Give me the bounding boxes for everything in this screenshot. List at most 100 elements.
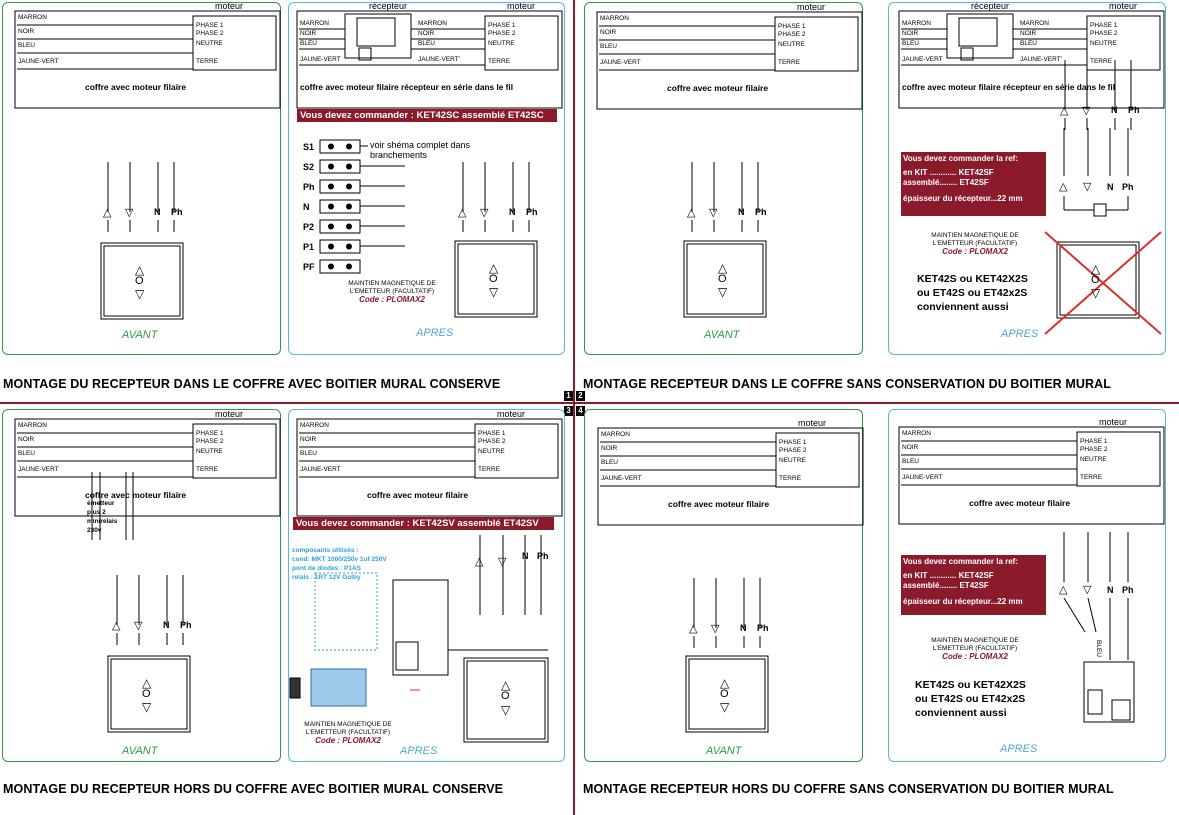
q3-apres-wall-switch — [463, 657, 549, 743]
q2-apres-caption: APRES — [1001, 328, 1039, 340]
q1-avant-wall-switch — [100, 242, 184, 320]
q4-apres-coffre-frame — [898, 426, 1165, 525]
q3-avant-terminal-0: PHASE 1 — [196, 430, 224, 437]
q4-conv-line-1: ou ET42S ou ET42x2S — [915, 693, 1026, 705]
q4-apres-wire-label-2: BLEU — [902, 458, 919, 465]
q4-avant-wall-switch — [685, 655, 769, 733]
q3-comp-line-3: relais : 1RT 12V Golby — [292, 574, 361, 581]
q1-terminal-screw-a-1 — [328, 163, 334, 170]
q1-terminal-screw-a-2 — [328, 183, 334, 190]
q1-terminal-block-1 — [319, 159, 361, 174]
q4-avant-wall-switch-inner — [688, 658, 766, 730]
q4-conv-line-0: KET42S ou KET42X2S — [915, 679, 1026, 691]
q4-apres-terminal-0: PHASE 1 — [1080, 438, 1108, 445]
q4-apres-diag-2 — [1087, 597, 1097, 633]
q2-avant-switch-up: △ — [718, 261, 728, 275]
q1-apres-switch-up: △ — [489, 261, 499, 275]
q1-apres-terminal-1: PHASE 2 — [488, 30, 516, 37]
q2-avant-terminal-box — [774, 16, 859, 72]
q2-avant-switch-down: ▽ — [718, 285, 728, 299]
q3-emet-line-1: plus 2 — [87, 509, 106, 516]
q2-apres-sym-ph: Ph — [1122, 182, 1134, 192]
q2-apres-wire-label-r-0: MARRON — [1020, 20, 1049, 27]
q1-terminal-block-4 — [319, 219, 361, 234]
q3-apres-sym-n: N — [522, 551, 529, 561]
q1-terminal-screw-b-1 — [346, 163, 352, 170]
quadrant-number-1: 1 — [564, 391, 573, 401]
q1-avant-wire-label-2: BLEU — [18, 42, 35, 49]
q1-maintien-text: MAINTIEN MAGNETIQUE DE L'EMETTEUR (FACUL… — [348, 280, 436, 295]
q3-apres-terminal-box — [474, 423, 559, 479]
q2-apres-ghost-cross-b — [1044, 231, 1162, 335]
q1-terminal-label-5: P1 — [303, 242, 315, 252]
q1-plomax-code: Code : PLOMAX2 — [359, 295, 425, 304]
q3-apres-sym-ph: Ph — [537, 551, 549, 561]
q1-avant-wire-label-0: MARRON — [18, 14, 47, 21]
q3-avant-switch-up: △ — [142, 676, 152, 690]
q1-apres-recepteur-inner — [356, 17, 396, 47]
q4-maintien-note: MAINTIEN MAGNETIQUE DE L'EMETTEUR (FACUL… — [920, 637, 1030, 662]
q2-apres-wire-label-2: BLEU — [902, 40, 919, 47]
q4-avant-sym-up: △ — [689, 623, 698, 635]
q4-conviennent-note: KET42S ou KET42X2S ou ET42S ou ET42x2S c… — [915, 678, 1026, 720]
q2-apres-ghost-sym-down: ▽ — [1082, 105, 1091, 117]
q4-avant-panel — [584, 409, 863, 762]
horizontal-separator — [0, 402, 1179, 404]
q4-apres-wire-label-1: NOIR — [902, 444, 919, 451]
q2-apres-wire-label-3: JAUNE-VERT — [902, 56, 943, 63]
q2-avant-panel — [584, 2, 863, 355]
q2-order-line-4: épaisseur du récepteur...22 mm — [903, 194, 1023, 203]
q3-section-title: MONTAGE DU RECEPTEUR HORS DU COFFRE AVEC… — [3, 782, 504, 796]
q4-apres-terminal-1: PHASE 2 — [1080, 446, 1108, 453]
q2-apres-coffre-frame — [898, 10, 1165, 109]
q2-apres-wire-label-0: MARRON — [902, 20, 931, 27]
q4-avant-switch-down: ▽ — [720, 700, 730, 714]
q4-avant-sym-neutral: N — [740, 623, 747, 633]
q4-order-line-1: en KIT ............ KET42SF — [903, 571, 994, 580]
q2-avant-terminal-1: PHASE 2 — [778, 31, 806, 38]
q1-apres-moteur-label: moteur — [507, 1, 536, 11]
q2-avant-terminal-0: PHASE 1 — [778, 23, 806, 30]
q2-apres-connector — [1093, 203, 1107, 217]
q2-apres-recepteur-box — [946, 13, 1014, 59]
q3-plomax-code: Code : PLOMAX2 — [315, 736, 381, 745]
q3-apres-wire-label-3: JAUNE-VERT — [300, 466, 341, 473]
q3-avant-panel — [2, 409, 281, 762]
q3-apres-coffre-frame — [296, 418, 563, 517]
q3-avant-sym-phase: Ph — [180, 620, 192, 630]
q1-section-title: MONTAGE DU RECEPTEUR DANS LE COFFRE AVEC… — [3, 377, 501, 391]
q2-avant-caption: AVANT — [704, 329, 740, 341]
q2-avant-switch-stop: O — [718, 273, 727, 285]
q1-apres-switch-down: ▽ — [489, 285, 499, 299]
q1-apres-wire-label-r-2: BLEU — [418, 40, 435, 47]
q2-plomax-code: Code : PLOMAX2 — [942, 247, 1008, 256]
q1-apres-panel — [288, 2, 565, 355]
q2-apres-terminal-1: PHASE 2 — [1090, 30, 1118, 37]
q1-apres-wire-label-2: BLEU — [300, 40, 317, 47]
q2-apres-terminal-3: TERRE — [1090, 58, 1113, 65]
q4-avant-terminal-2: NEUTRE — [779, 457, 806, 464]
q1-avant-terminal-2: NEUTRE — [196, 40, 223, 47]
q2-avant-wall-switch-inner — [686, 243, 764, 315]
q2-apres-wire-label-r-2: BLEU — [1020, 40, 1037, 47]
q3-apres-module-relay — [395, 641, 419, 671]
q1-terminal-label-1: S2 — [303, 162, 315, 172]
q1-terminal-screw-b-6 — [346, 263, 352, 270]
q3-avant-wire-label-3: JAUNE-VERT — [18, 466, 59, 473]
q2-maintien-note: MAINTIEN MAGNETIQUE DE L'EMETTEUR (FACUL… — [920, 232, 1030, 257]
q3-apres-battery — [289, 677, 301, 699]
q3-apres-caption: APRES — [400, 745, 438, 757]
q3-comp-line-2: pont de diodes : P1AS — [292, 565, 361, 572]
q2-apres-sym-down: ▽ — [1083, 181, 1092, 193]
q4-apres-receiver-block-a — [1087, 689, 1103, 715]
q4-avant-moteur-label: moteur — [798, 418, 827, 428]
q1-terminal-label-4: P2 — [303, 222, 315, 232]
q3-apres-wire-label-0: MARRON — [300, 422, 329, 429]
q1-avant-caption: AVANT — [122, 329, 158, 341]
q3-components-note: composants utilisés : cond: MKT 1000/250… — [292, 546, 387, 582]
q1-apres-sym-phase: Ph — [526, 207, 538, 217]
q4-order-line-2: assemblé........ ET42SF — [903, 581, 989, 590]
q1-avant-sym-down: ▽ — [125, 207, 134, 219]
q1-avant-terminal-box — [192, 15, 277, 71]
